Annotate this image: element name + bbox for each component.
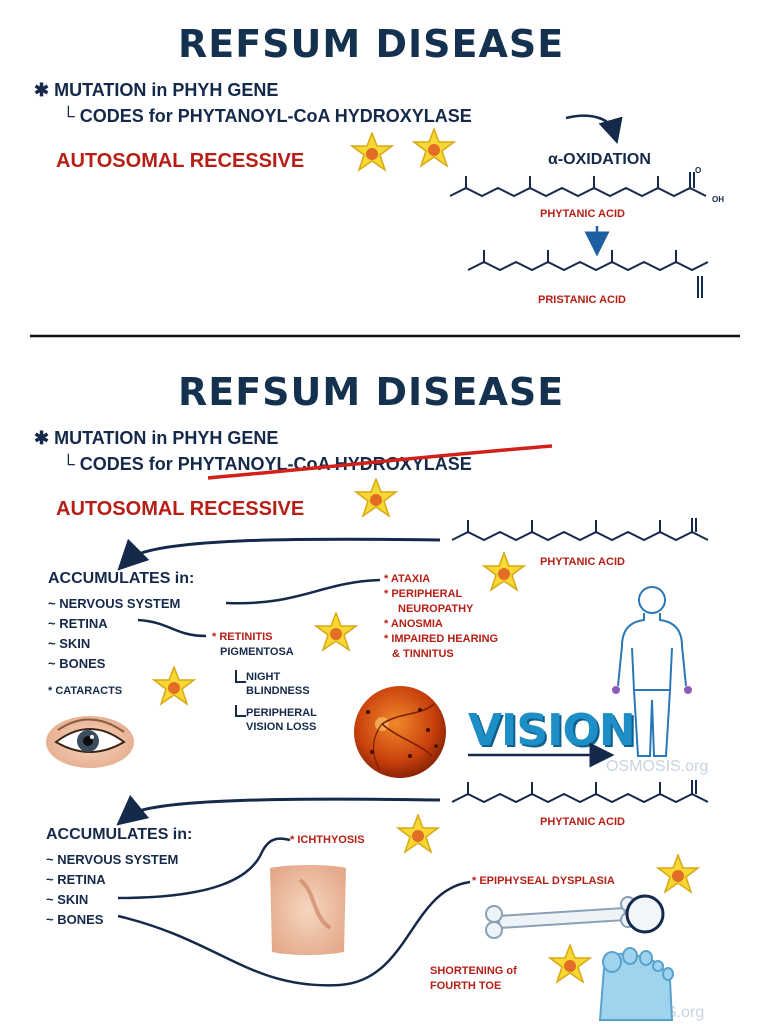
asterisk-icon: ✱ bbox=[34, 80, 55, 100]
pristanic-methyl-branches bbox=[483, 250, 703, 298]
enzyme-arrow bbox=[565, 114, 623, 145]
symptom-impaired-hearing: * IMPAIRED HEARING bbox=[384, 633, 499, 645]
panel1-inheritance: AUTOSOMAL RECESSIVE bbox=[56, 150, 305, 172]
pristanic-acid-label: PRISTANIC ACID bbox=[538, 294, 626, 306]
panel3-accumulation-arrow bbox=[116, 794, 441, 826]
star-icon bbox=[396, 814, 440, 854]
retinitis-line1: * RETINITIS bbox=[212, 631, 273, 643]
panel2-sites-list: ~ NERVOUS SYSTEM ~ RETINA ~ SKIN ~ BONES bbox=[48, 594, 180, 674]
mutation-gene: PHYH GENE bbox=[172, 80, 279, 100]
hydroxyl-label: OH bbox=[712, 195, 724, 204]
retinitis-line2: PIGMENTOSA bbox=[220, 646, 294, 658]
star-icon bbox=[656, 854, 700, 894]
panel2-mutation-line: ✱ MUTATION in PHYH GENE bbox=[34, 428, 278, 449]
star-icon bbox=[482, 552, 526, 592]
panel3-accumulates-heading: ACCUMULATES in: bbox=[46, 826, 193, 843]
panel3-phytanic-skeleton bbox=[451, 792, 709, 804]
skin-patch-illustration bbox=[270, 865, 346, 955]
symptom-peripheral: * PERIPHERAL bbox=[384, 588, 463, 600]
symptom-neuropathy: NEUROPATHY bbox=[398, 603, 474, 615]
panel1-title: REFSUM DISEASE bbox=[178, 22, 565, 66]
branch-icon: └ bbox=[62, 106, 80, 126]
panel2-phytanic-skeleton bbox=[451, 530, 709, 542]
nervous-system-connector bbox=[225, 578, 381, 605]
mutation-prefix: MUTATION in bbox=[54, 80, 173, 100]
panel1-codes-line: └ CODES for PHYTANOYL-CoA HYDROXYLASE bbox=[62, 106, 472, 127]
panel3-sites-list: ~ NERVOUS SYSTEM ~ RETINA ~ SKIN ~ BONES bbox=[46, 850, 178, 930]
peripheral-vision-label: PERIPHERAL VISION LOSS bbox=[246, 706, 317, 734]
night-blindness-label: NIGHT BLINDNESS bbox=[246, 670, 310, 698]
human-figure-illustration bbox=[617, 586, 687, 757]
symptom-tinnitus: & TINNITUS bbox=[392, 648, 454, 660]
mutation-prefix: MUTATION in bbox=[54, 428, 173, 448]
site-retina: ~ RETINA bbox=[48, 616, 108, 631]
asterisk-icon: ✱ bbox=[34, 428, 55, 448]
site-bones: ~ BONES bbox=[48, 656, 106, 671]
star-icon bbox=[314, 612, 358, 652]
star-icon bbox=[412, 128, 456, 168]
star-icon bbox=[152, 666, 196, 706]
pristanic-skeleton bbox=[467, 260, 709, 272]
retina-connector bbox=[137, 618, 207, 638]
carbonyl-oxygen-label: O bbox=[695, 166, 702, 175]
night-blindness-line2: BLINDNESS bbox=[246, 685, 310, 697]
site-nervous-system: ~ NERVOUS SYSTEM bbox=[48, 596, 181, 611]
panel1-mutation-line: ✱ MUTATION in PHYH GENE bbox=[34, 80, 278, 101]
cataracts-label: * CATARACTS bbox=[48, 685, 123, 697]
ichthyosis-label: * ICHTHYOSIS bbox=[290, 834, 365, 846]
bone-illustration bbox=[485, 896, 636, 939]
panel3-phytanic-acid-label: PHYTANIC ACID bbox=[540, 816, 625, 828]
enzyme-name: PHYTANOYL-CoA HYDROXYLASE bbox=[177, 106, 472, 126]
epiphyseal-dysplasia-label: * EPIPHYSEAL DYSPLASIA bbox=[472, 875, 615, 887]
peripheral-vision-line1: PERIPHERAL bbox=[246, 707, 317, 719]
retinitis-label: * RETINITIS PIGMENTOSA bbox=[212, 630, 294, 660]
branch-icon: └ bbox=[62, 454, 80, 474]
symptom-ataxia: * ATAXIA bbox=[384, 573, 431, 585]
panel2-watermark: OSMOSIS.org bbox=[606, 758, 709, 775]
bones-connector bbox=[117, 880, 471, 987]
star-icon bbox=[354, 478, 398, 518]
mutation-gene: PHYH GENE bbox=[172, 428, 279, 448]
neuro-symptoms-list: * ATAXIA * PERIPHERAL NEUROPATHY * ANOSM… bbox=[384, 572, 498, 662]
panel1-methyl-branches bbox=[465, 172, 695, 188]
codes-prefix: CODES for bbox=[79, 106, 178, 126]
panel3-methyl-branches bbox=[467, 780, 697, 794]
eye-illustration bbox=[46, 716, 134, 768]
hand-markers bbox=[612, 686, 692, 694]
alpha-oxidation-label: α-OXIDATION bbox=[548, 151, 651, 168]
panel2-title: REFSUM DISEASE bbox=[178, 370, 565, 414]
panel2-phytanic-acid-label: PHYTANIC ACID bbox=[540, 556, 625, 568]
night-blindness-branch bbox=[235, 670, 246, 683]
panel1-phytanic-acid-label: PHYTANIC ACID bbox=[540, 208, 625, 220]
peripheral-vision-branch bbox=[235, 705, 246, 717]
shortening-line2: FOURTH TOE bbox=[430, 980, 502, 992]
panel2-inheritance: AUTOSOMAL RECESSIVE bbox=[56, 498, 305, 520]
codes-prefix: CODES for bbox=[79, 454, 178, 474]
symptom-anosmia: * ANOSMIA bbox=[384, 618, 443, 630]
star-icon bbox=[548, 944, 592, 984]
panel1-phytanic-skeleton bbox=[449, 186, 707, 198]
site-skin: ~ SKIN bbox=[46, 892, 89, 907]
shortening-line1: SHORTENING of bbox=[430, 965, 517, 977]
panel2-accumulates-heading: ACCUMULATES in: bbox=[48, 570, 195, 587]
skin-connector bbox=[117, 837, 291, 900]
retina-fundus-illustration bbox=[354, 686, 446, 778]
night-blindness-line1: NIGHT bbox=[246, 671, 281, 683]
panel2-methyl-branches bbox=[467, 518, 697, 532]
site-retina: ~ RETINA bbox=[46, 872, 106, 887]
star-icon bbox=[350, 132, 394, 172]
site-skin: ~ SKIN bbox=[48, 636, 91, 651]
site-nervous-system: ~ NERVOUS SYSTEM bbox=[46, 852, 179, 867]
bone-zoom-circle bbox=[625, 894, 665, 934]
enzyme-strikethrough bbox=[207, 444, 553, 480]
peripheral-vision-line2: VISION LOSS bbox=[246, 721, 317, 733]
foot-illustration bbox=[598, 947, 674, 1021]
site-bones: ~ BONES bbox=[46, 912, 104, 927]
shortening-label: SHORTENING of FOURTH TOE bbox=[430, 964, 517, 994]
panel2-accumulation-arrow bbox=[117, 537, 441, 571]
